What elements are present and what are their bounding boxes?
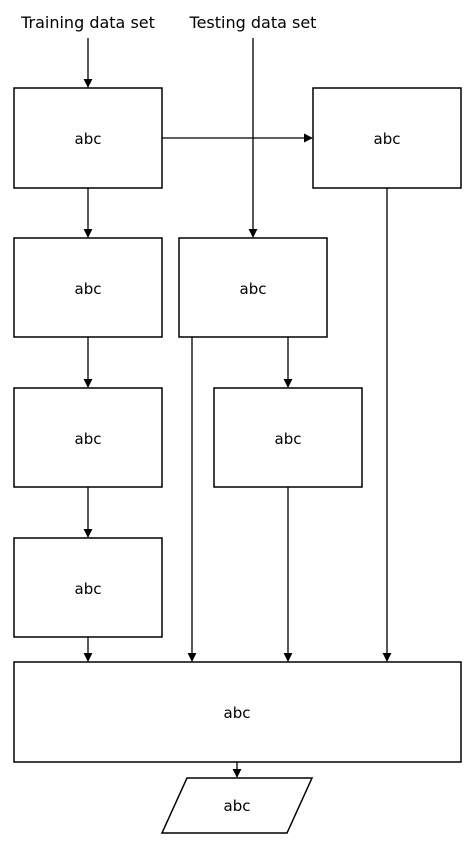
box-combine-label: abc: [224, 704, 251, 722]
box-test-2: abc: [178, 237, 328, 338]
output-parallelogram: abc: [160, 777, 314, 834]
box-train-2-label: abc: [75, 280, 102, 298]
box-combine: abc: [13, 661, 462, 763]
box-train-4: abc: [13, 537, 163, 638]
box-test-1-label: abc: [374, 130, 401, 148]
box-train-2: abc: [13, 237, 163, 338]
box-test-2-label: abc: [240, 280, 267, 298]
box-train-1-label: abc: [75, 130, 102, 148]
box-train-1: abc: [13, 87, 163, 189]
output-label: abc: [224, 797, 251, 815]
box-train-3: abc: [13, 387, 163, 488]
training-data-label: Training data set: [20, 13, 155, 32]
box-train-4-label: abc: [75, 580, 102, 598]
box-test-3-label: abc: [275, 430, 302, 448]
testing-data-label: Testing data set: [189, 13, 317, 32]
box-test-3: abc: [213, 387, 363, 488]
box-test-1: abc: [312, 87, 462, 189]
edges: [83, 38, 392, 778]
box-train-3-label: abc: [75, 430, 102, 448]
